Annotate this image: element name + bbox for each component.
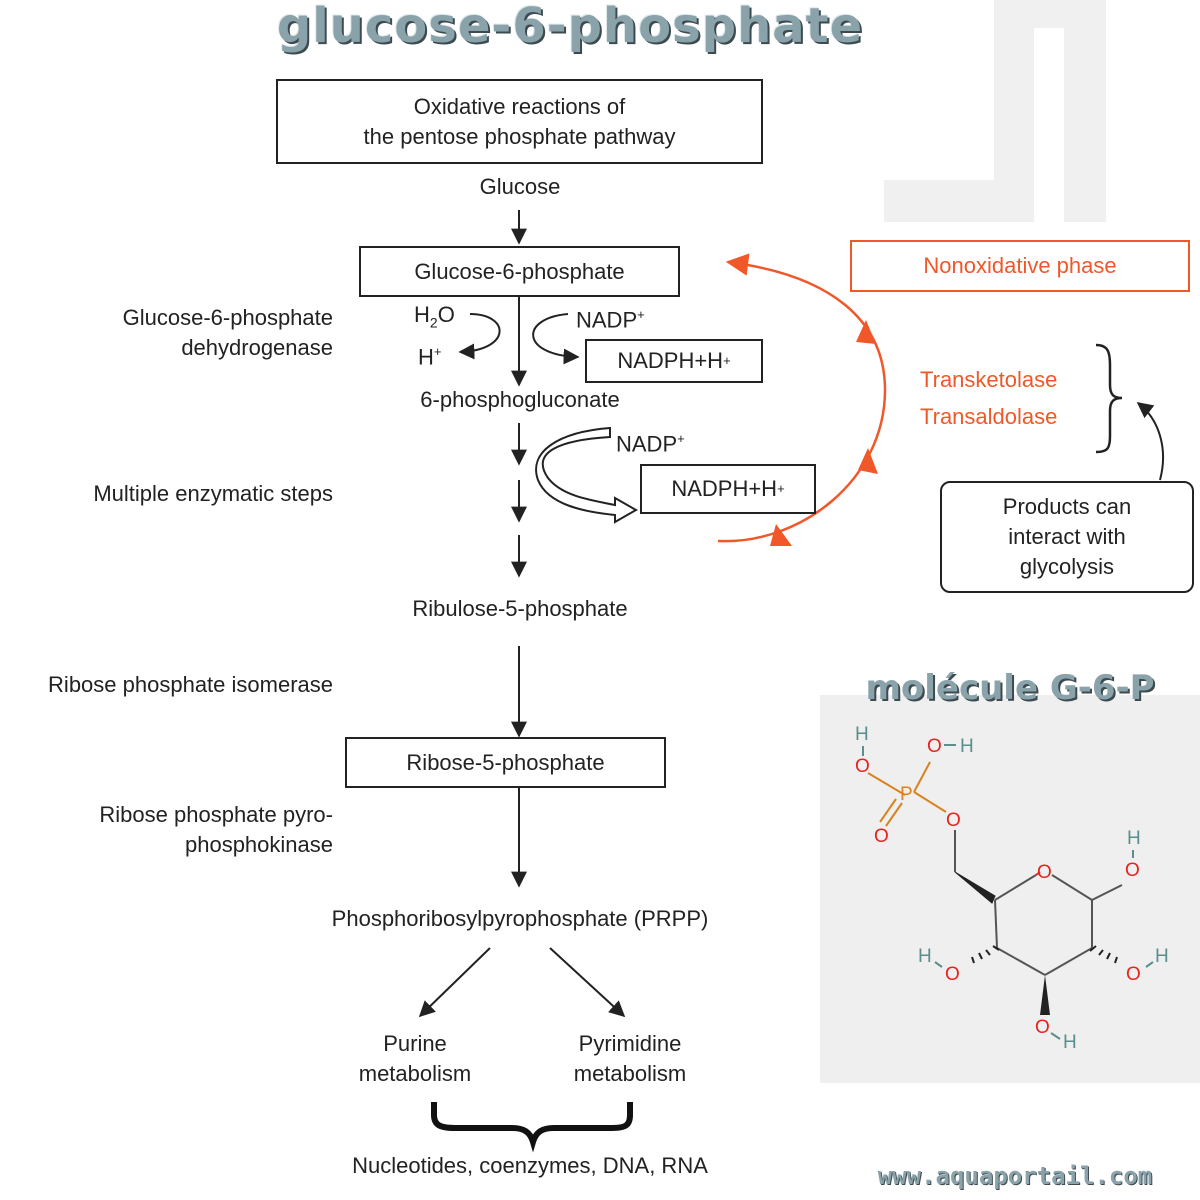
arrow-prpp-purine bbox=[418, 947, 491, 1018]
page-title: glucose-6-phosphate bbox=[276, 0, 864, 54]
enzyme-isomerase: Ribose phosphate isomerase bbox=[48, 672, 333, 697]
arrow-h2o-h bbox=[458, 313, 501, 360]
arrow-nonoxidative-return bbox=[717, 253, 887, 543]
svg-text:P: P bbox=[900, 784, 913, 805]
background-decoration bbox=[884, 0, 1106, 222]
arrow-nadp-nadph-2 bbox=[535, 426, 639, 524]
prpp-label: Phosphoribosylpyrophosphate (PRPP) bbox=[331, 906, 709, 931]
oxidative-header-box: Oxidative reactions of the pentose phosp… bbox=[276, 79, 763, 164]
molecule-panel bbox=[820, 695, 1200, 1083]
phosphogluconate-label: 6-phosphogluconate bbox=[420, 387, 620, 412]
enzyme-pyrophosphokinase-line2: phosphokinase bbox=[184, 832, 333, 857]
enzyme-g6pdh-line1: Glucose-6-phosphate bbox=[122, 305, 333, 330]
transaldolase-label: Transaldolase bbox=[920, 404, 1058, 429]
h-plus-label: H+ bbox=[418, 344, 442, 370]
h2o-label: H2O bbox=[414, 302, 455, 331]
svg-text:O: O bbox=[1035, 1017, 1050, 1038]
svg-text:O: O bbox=[874, 826, 889, 847]
arc-arrowhead-3 bbox=[856, 320, 876, 344]
enzyme-pyrophosphokinase-line1: Ribose phosphate pyro- bbox=[99, 802, 333, 827]
oxidative-header-line1: Oxidative reactions of bbox=[413, 93, 626, 119]
nadph-box-1: NADPH+H+ bbox=[585, 339, 763, 383]
watermark-url: www.aquaportail.com bbox=[877, 1162, 1153, 1190]
ribulose-label: Ribulose-5-phosphate bbox=[412, 596, 628, 621]
pyrimidine-label: Pyrimidine metabolism bbox=[573, 1031, 687, 1086]
nadph-box-2: NADPH+H+ bbox=[640, 464, 816, 514]
enzyme-brace bbox=[1095, 343, 1123, 454]
svg-text:H: H bbox=[960, 736, 974, 757]
svg-text:H: H bbox=[855, 724, 869, 745]
glycolysis-box: Products can interact with glycolysis bbox=[940, 481, 1194, 593]
arc-arrowhead-2 bbox=[858, 448, 878, 474]
oxidative-header-line2: the pentose phosphate pathway bbox=[363, 123, 676, 149]
products-brace bbox=[431, 1102, 633, 1153]
arc-arrowhead-1 bbox=[770, 524, 792, 546]
arrow-nadp-nadph-1 bbox=[532, 313, 580, 365]
products-label: Nucleotides, coenzymes, DNA, RNA bbox=[352, 1153, 708, 1178]
g6p-box: Glucose-6-phosphate bbox=[359, 246, 680, 297]
glucose-label: Glucose bbox=[479, 174, 561, 199]
svg-text:H: H bbox=[918, 946, 932, 967]
svg-text:O: O bbox=[1126, 964, 1141, 985]
nonoxidative-box: Nonoxidative phase bbox=[850, 240, 1190, 292]
enzyme-g6pdh-line2: dehydrogenase bbox=[181, 335, 333, 360]
transketolase-label: Transketolase bbox=[920, 367, 1058, 392]
nadp-label-2: NADP+ bbox=[616, 431, 685, 457]
enzyme-multiple-steps: Multiple enzymatic steps bbox=[93, 481, 333, 506]
svg-text:O: O bbox=[946, 810, 961, 831]
molecule-atoms: H O O H P O O O H O H O O H O H bbox=[855, 724, 1169, 1053]
svg-text:H: H bbox=[1155, 946, 1169, 967]
arrow-glycolysis bbox=[1136, 402, 1164, 481]
svg-text:O: O bbox=[1037, 862, 1052, 883]
g6p-molecule bbox=[862, 744, 1154, 1040]
molecule-title: molécule G-6-P bbox=[865, 668, 1155, 708]
nadp-label-1: NADP+ bbox=[576, 307, 645, 333]
enzyme-pyrophosphokinase: Ribose phosphate pyro- phosphokinase bbox=[20, 800, 333, 860]
arrow-prpp-pyrimidine bbox=[549, 947, 626, 1018]
svg-text:O: O bbox=[855, 756, 870, 777]
ribose-box: Ribose-5-phosphate bbox=[345, 737, 666, 788]
svg-text:O: O bbox=[927, 736, 942, 757]
enzyme-g6pdh: Glucose-6-phosphate dehydrogenase bbox=[40, 303, 333, 363]
svg-text:H: H bbox=[1063, 1032, 1077, 1053]
svg-text:H: H bbox=[1127, 828, 1141, 849]
svg-text:O: O bbox=[945, 964, 960, 985]
purine-label: Purine metabolism bbox=[358, 1031, 472, 1086]
svg-text:O: O bbox=[1125, 860, 1140, 881]
